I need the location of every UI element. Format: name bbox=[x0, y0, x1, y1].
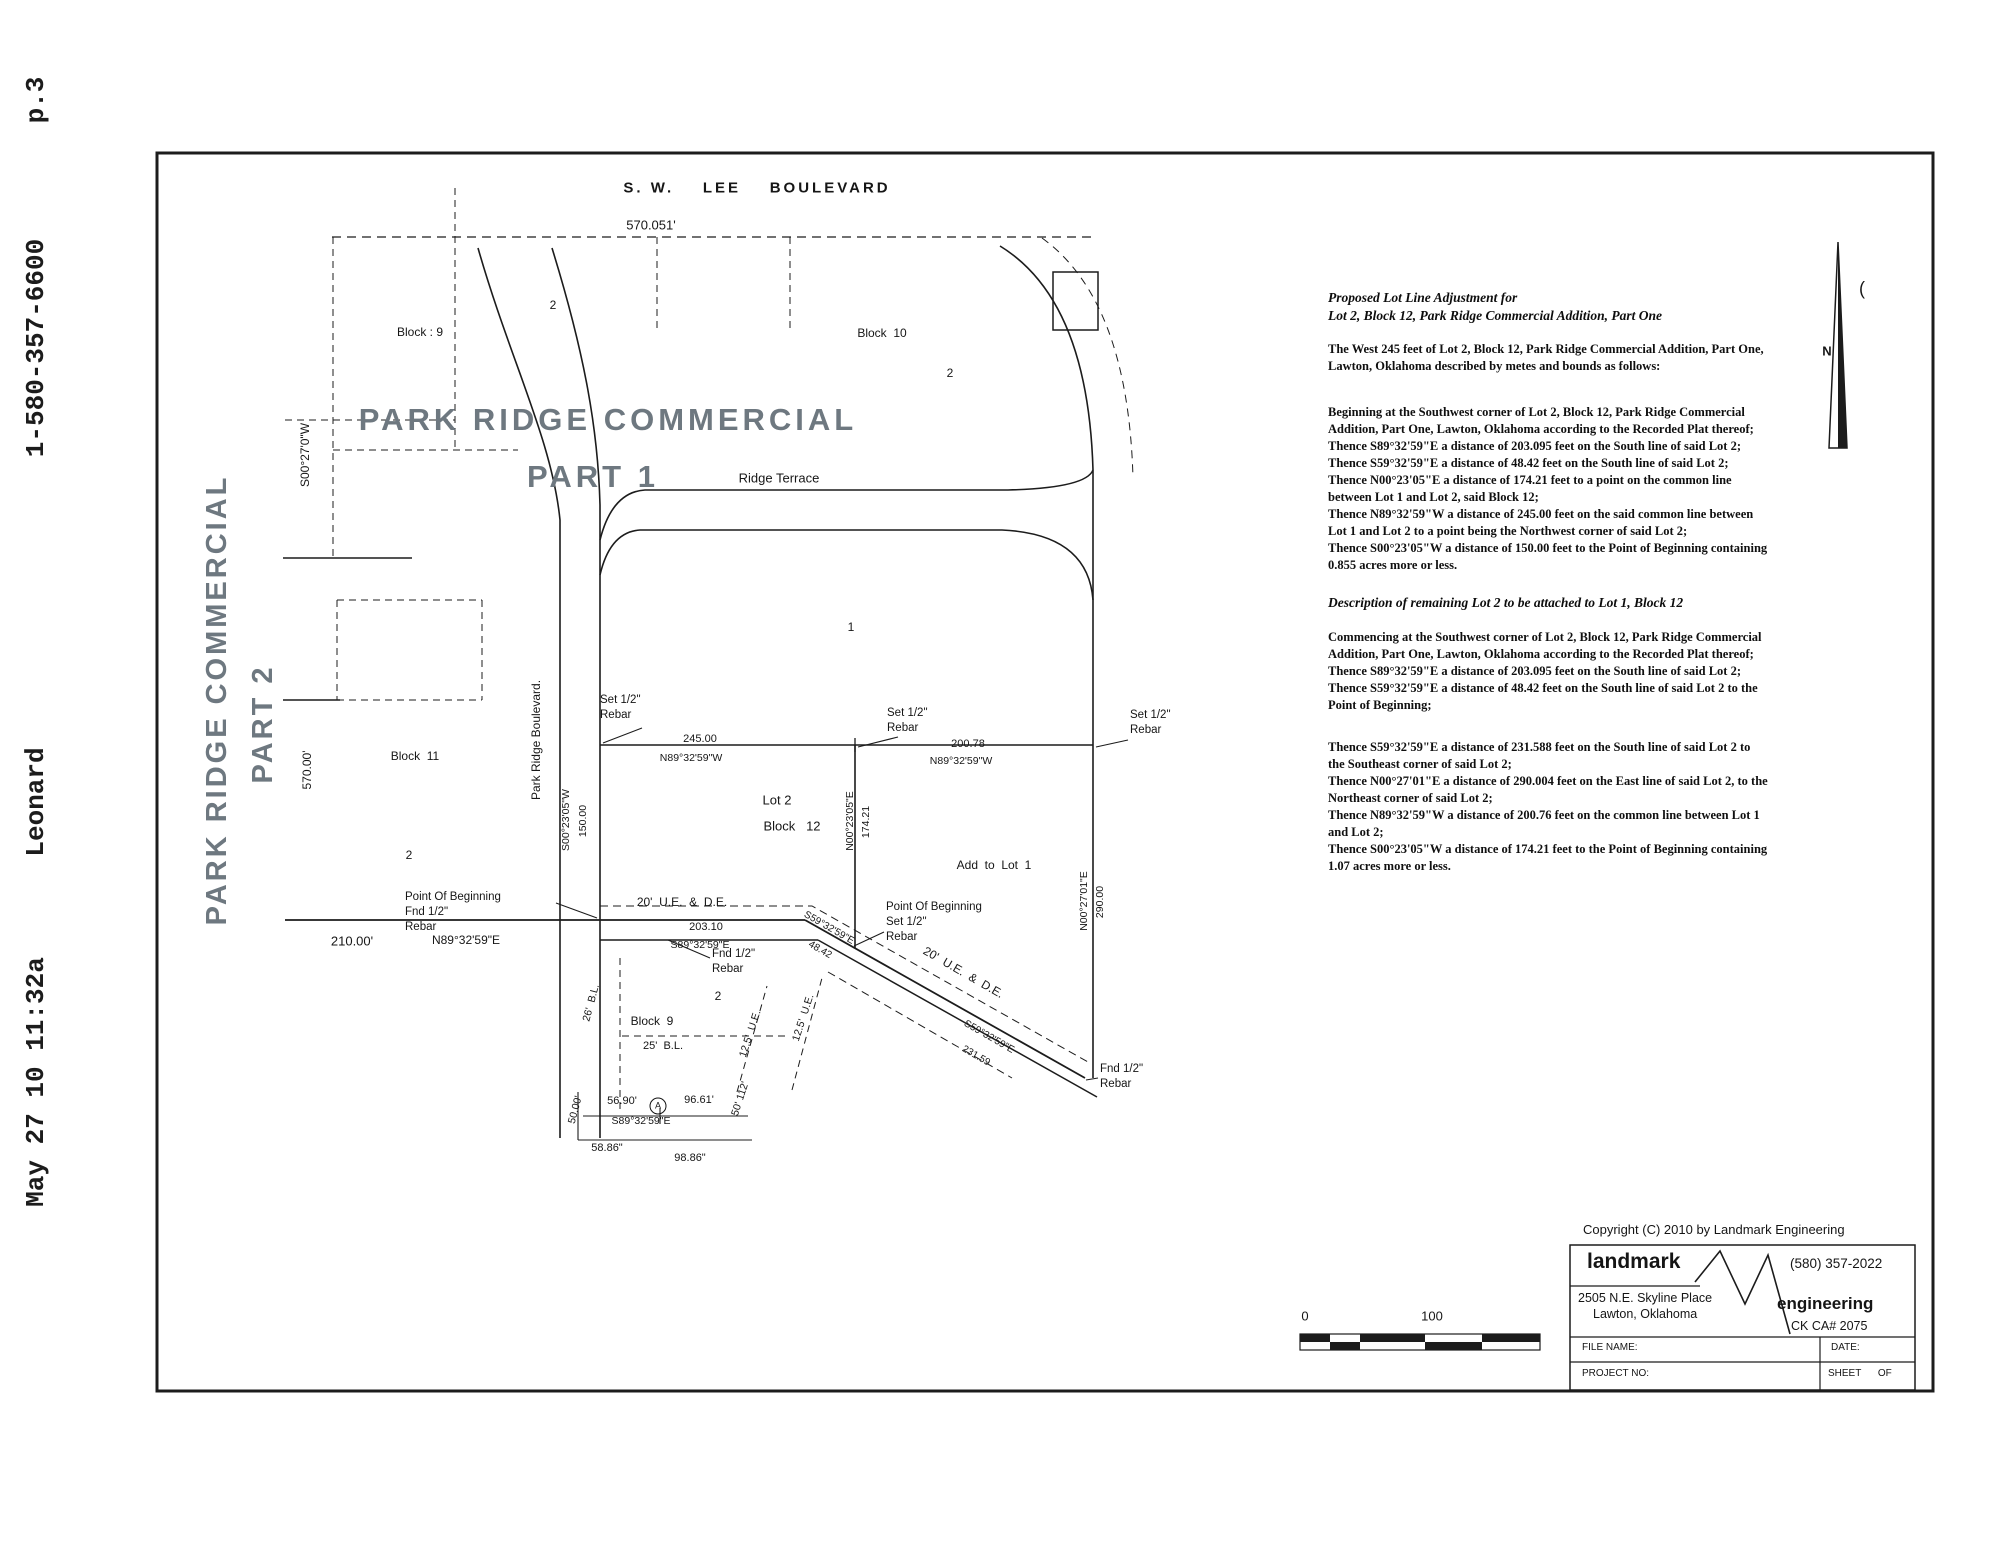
scale-bar bbox=[1299, 1333, 1541, 1351]
fax-artifact-mark: ( bbox=[1859, 278, 1865, 299]
dim-290-00: 290.00 bbox=[1094, 885, 1107, 919]
legal-paragraph-intro: The West 245 feet of Lot 2, Block 12, Pa… bbox=[1328, 342, 1764, 373]
bearing-label: N89°32'59"W bbox=[659, 752, 723, 765]
lot-label-lot2: Lot 2 bbox=[762, 792, 792, 808]
block-label-9-south: Block 9 bbox=[630, 1014, 674, 1029]
north-arrow-label: N bbox=[1822, 343, 1832, 359]
street-label-sw-lee-boulevard: S. W. LEE BOULEVARD bbox=[623, 179, 891, 197]
legal-title-line1: Proposed Lot Line Adjustment for bbox=[1328, 290, 1518, 305]
dim-203-10: 203.10 bbox=[689, 920, 723, 933]
company-name-landmark: landmark bbox=[1587, 1250, 1681, 1273]
title-block-frame bbox=[1569, 1244, 1916, 1391]
dim-570-00: 570.00' bbox=[300, 750, 315, 790]
legal-descriptions: Proposed Lot Line Adjustment for Lot 2, … bbox=[1328, 0, 1873, 1000]
bearing-label: N89°32'59"W bbox=[929, 755, 993, 768]
dim-56-90: 56.90' bbox=[607, 1094, 637, 1107]
file-name-label: FILE NAME: bbox=[1582, 1342, 1638, 1353]
dim-58-86: 58.86" bbox=[591, 1141, 623, 1154]
scale-zero-label: 0 bbox=[1301, 1308, 1309, 1324]
rebar-note: Set 1/2" Rebar bbox=[887, 707, 928, 734]
lot-number: 2 bbox=[946, 366, 954, 381]
bearing-label: S00°27'0"W bbox=[298, 422, 313, 488]
dim-200-78: 200.78 bbox=[951, 737, 985, 750]
lot-number-1: 1 bbox=[847, 620, 855, 635]
bearing-label: S89°32'59"E bbox=[670, 939, 730, 952]
bearing-label: N00°27'01"E bbox=[1078, 871, 1091, 931]
rebar-note: Set 1/2" Rebar bbox=[1130, 709, 1171, 736]
leader-lines bbox=[555, 727, 1129, 1081]
lot-number: 2 bbox=[714, 989, 722, 1004]
street-label-park-ridge-boulevard: Park Ridge Boulevard. bbox=[529, 679, 544, 801]
scale-hundred-label: 100 bbox=[1421, 1308, 1443, 1324]
legal-paragraph-west-245: Beginning at the Southwest corner of Lot… bbox=[1328, 405, 1768, 572]
copyright-note: Copyright (C) 2010 by Landmark Engineeri… bbox=[1583, 1222, 1845, 1237]
street-label-ridge-terrace: Ridge Terrace bbox=[738, 470, 820, 486]
legal-title: Proposed Lot Line Adjustment for Lot 2, … bbox=[1328, 289, 1662, 325]
block-label-9: Block : 9 bbox=[396, 325, 444, 340]
company-phone: (580) 357-2022 bbox=[1790, 1256, 1883, 1271]
legal-paragraph-remaining: Thence S59°32'59"E a distance of 231.588… bbox=[1328, 740, 1768, 873]
block-label-10: Block 10 bbox=[857, 326, 907, 341]
curve-label-a: A bbox=[649, 1097, 667, 1115]
subdivision-title-part1-line1: PARK RIDGE COMMERCIAL bbox=[358, 401, 858, 437]
pob-note: Point Of Beginning Fnd 1/2" Rebar bbox=[405, 891, 501, 933]
legal-paragraph-commencing: Commencing at the Southwest corner of Lo… bbox=[1328, 630, 1762, 712]
bearing-label: S89°32'59"E bbox=[611, 1115, 671, 1128]
company-address-line2: Lawton, Oklahoma bbox=[1593, 1307, 1698, 1321]
block-label-11: Block 11 bbox=[390, 749, 440, 764]
subdivision-title-part2-line1: PARK RIDGE COMMERCIAL bbox=[201, 474, 234, 926]
dim-98-86: 98.86" bbox=[674, 1151, 706, 1164]
subdivision-title-part1-line2: PART 1 bbox=[527, 458, 659, 494]
dim-570-051: 570.051' bbox=[626, 217, 676, 233]
dim-245-00: 245.00 bbox=[683, 732, 717, 745]
legal-heading-remaining: Description of remaining Lot 2 to be att… bbox=[1328, 595, 1684, 610]
ck-ca-number: CK CA# 2075 bbox=[1791, 1319, 1868, 1333]
landmark-logo-zigzag bbox=[1694, 1249, 1791, 1335]
date-label: DATE: bbox=[1831, 1342, 1860, 1353]
project-no-label: PROJECT NO: bbox=[1582, 1368, 1650, 1379]
rebar-note: Set 1/2" Rebar bbox=[600, 694, 641, 721]
note-add-to-lot1: Add to Lot 1 bbox=[956, 858, 1032, 873]
dim-174-21: 174.21 bbox=[860, 805, 873, 839]
north-arrow bbox=[1828, 241, 1848, 449]
easement-label: 20' U.E. & D.E. bbox=[636, 895, 728, 910]
pob-note: Point Of Beginning Set 1/2" Rebar bbox=[886, 901, 982, 943]
legal-title-line2: Lot 2, Block 12, Park Ridge Commercial A… bbox=[1328, 308, 1662, 323]
company-name-engineering: engineering bbox=[1777, 1294, 1874, 1313]
company-address-line1: 2505 N.E. Skyline Place bbox=[1578, 1291, 1713, 1305]
subdivision-title-part2-line2: PART 2 bbox=[247, 664, 280, 784]
bearing-label: N00°23'05"E bbox=[844, 791, 857, 851]
rebar-note: Fnd 1/2" Rebar bbox=[712, 948, 756, 975]
lot-number: 2 bbox=[549, 298, 557, 313]
dim-210-00: 210.00' bbox=[330, 933, 374, 949]
street-and-lot-lines bbox=[283, 188, 1134, 1141]
dim-96-61: 96.61' bbox=[684, 1093, 714, 1106]
bearing-label: N89°32'59"E bbox=[431, 933, 501, 948]
sheet-of-label: SHEET OF bbox=[1828, 1368, 1892, 1379]
sheet-border bbox=[155, 151, 1935, 1393]
bearing-label: S00°23'05"W bbox=[560, 789, 573, 851]
setback-label: 25' B.L. bbox=[642, 1039, 684, 1052]
lot-number: 2 bbox=[405, 848, 413, 863]
block-label-12: Block 12 bbox=[763, 818, 821, 834]
rebar-note: Fnd 1/2" Rebar bbox=[1100, 1063, 1144, 1090]
dim-150-00: 150.00 bbox=[577, 804, 590, 838]
